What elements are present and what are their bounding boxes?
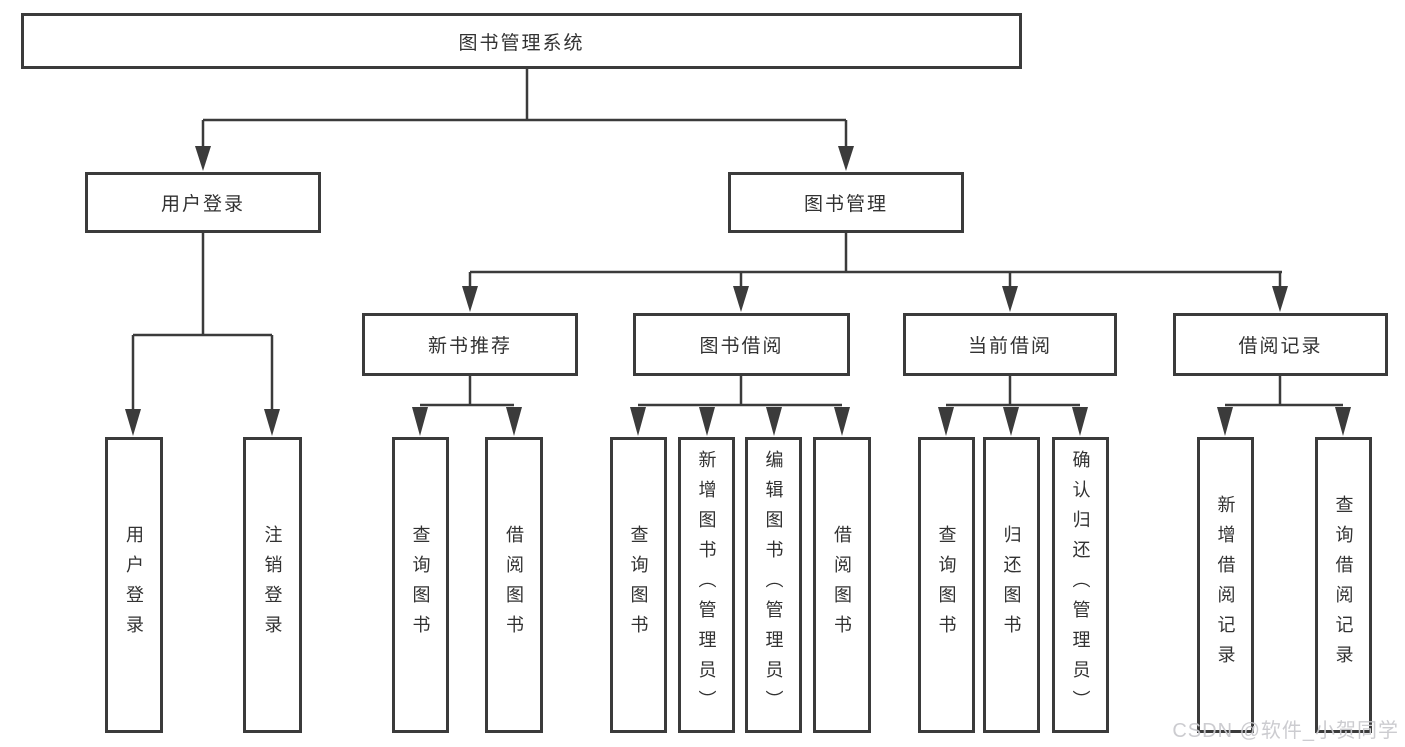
- node-label: 查询图书: [936, 525, 957, 645]
- node-label: 借阅图书: [504, 525, 524, 645]
- node-label: 新增借阅记录: [1215, 495, 1236, 675]
- node-new-book-recommend: 新书推荐: [362, 313, 578, 376]
- node-root-system: 图书管理系统: [21, 13, 1022, 69]
- node-borrow-records: 借阅记录: [1173, 313, 1388, 376]
- node-current-borrow: 当前借阅: [903, 313, 1117, 376]
- connector-book-management-to-level3: [462, 233, 1288, 312]
- arrowhead: [1335, 407, 1351, 436]
- arrowhead: [766, 407, 782, 436]
- connector-new-book-children: [412, 376, 522, 436]
- leaf-query-books-recommend: 查询图书: [392, 437, 449, 733]
- leaf-query-books-current: 查询图书: [918, 437, 975, 733]
- leaf-return-book: 归还图书: [983, 437, 1040, 733]
- leaf-edit-book-admin: 编辑图书（管理员）: [745, 437, 802, 733]
- node-label: 图书管理: [803, 194, 888, 215]
- node-label: 新增图书（管理员）: [696, 450, 717, 720]
- node-label: 用户登录: [160, 194, 245, 215]
- node-label: 用户登录: [124, 525, 144, 645]
- arrowhead: [125, 409, 141, 436]
- connector-user-login-children: [125, 233, 280, 436]
- node-label: 借阅图书: [832, 525, 852, 645]
- connector-borrow-record-children: [1217, 376, 1351, 436]
- node-label: 编辑图书（管理员）: [763, 450, 784, 720]
- node-book-management: 图书管理: [728, 172, 964, 233]
- leaf-add-book-admin: 新增图书（管理员）: [678, 437, 735, 733]
- arrowhead: [699, 407, 715, 436]
- node-label: 查询图书: [628, 525, 649, 645]
- node-user-login-group: 用户登录: [85, 172, 321, 233]
- arrowhead: [412, 407, 428, 436]
- leaf-borrow-books: 借阅图书: [813, 437, 871, 733]
- arrowhead: [506, 407, 522, 436]
- leaf-add-borrow-record: 新增借阅记录: [1197, 437, 1254, 733]
- arrowhead: [1272, 286, 1288, 312]
- node-label: 新书推荐: [427, 336, 512, 357]
- arrowhead: [630, 407, 646, 436]
- connector-root-to-level2: [195, 69, 854, 171]
- arrowhead: [1002, 286, 1018, 312]
- node-book-borrow: 图书借阅: [633, 313, 850, 376]
- leaf-confirm-return-admin: 确认归还（管理员）: [1052, 437, 1109, 733]
- arrowhead: [838, 146, 854, 171]
- arrowhead: [1217, 407, 1233, 436]
- arrowhead: [1003, 407, 1019, 436]
- node-label: 确认归还（管理员）: [1070, 450, 1091, 720]
- node-label: 归还图书: [1001, 525, 1022, 645]
- node-label: 查询图书: [410, 525, 431, 645]
- node-label: 当前借阅: [967, 336, 1052, 357]
- arrowhead: [195, 146, 211, 171]
- arrowhead: [733, 286, 749, 312]
- node-label: 查询借阅记录: [1333, 495, 1354, 675]
- connector-book-borrow-children: [630, 376, 850, 436]
- leaf-query-borrow-record: 查询借阅记录: [1315, 437, 1372, 733]
- leaf-logout: 注销登录: [243, 437, 302, 733]
- connector-current-borrow-children: [938, 376, 1088, 436]
- arrowhead: [1072, 407, 1088, 436]
- node-label: 图书管理系统: [458, 32, 585, 54]
- node-label: 注销登录: [262, 525, 283, 645]
- leaf-user-login: 用户登录: [105, 437, 163, 733]
- node-label: 图书借阅: [699, 336, 784, 357]
- arrowhead: [834, 407, 850, 436]
- node-label: 借阅记录: [1238, 336, 1323, 357]
- leaf-borrow-books-recommend: 借阅图书: [485, 437, 543, 733]
- arrowhead: [938, 407, 954, 436]
- arrowhead: [264, 409, 280, 436]
- leaf-query-books-borrow: 查询图书: [610, 437, 667, 733]
- arrowhead: [462, 286, 478, 312]
